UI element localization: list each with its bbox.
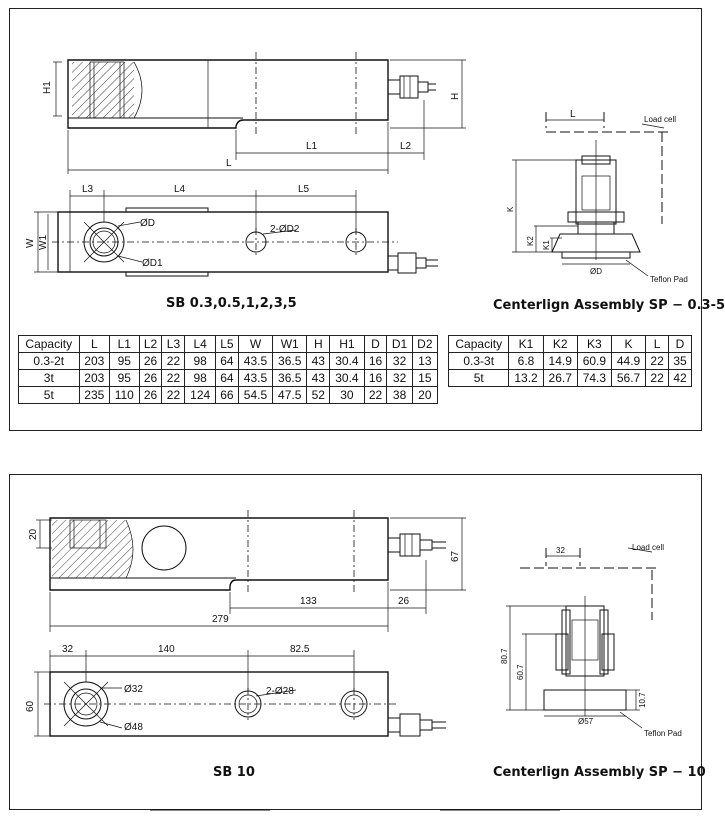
table-cell: 30.4 — [329, 352, 365, 370]
table-cell: 0.3-2t — [18, 352, 80, 370]
top-dim-h: H — [450, 93, 461, 100]
bottom-dim-20: 20 — [28, 528, 39, 540]
top-asm-k2: K2 — [526, 236, 535, 246]
table-cell: 26 — [138, 369, 163, 387]
table-cell: 43.5 — [237, 369, 274, 387]
table-cell: 20 — [411, 386, 439, 404]
table-cell: 22 — [645, 352, 670, 370]
top-dim-d2: 2-ØD2 — [270, 224, 300, 235]
table-row: 5t 13.2 26.7 74.3 56.7 22 42 — [447, 369, 692, 387]
table-header-row: Capacity K1 K2 K3 K L D — [447, 335, 692, 353]
table-row: 3t 203 95 26 22 98 64 43.5 36.5 43 30.4 … — [18, 369, 439, 387]
bottom-asm-teflon-pad: Teflon Pad — [644, 729, 682, 738]
top-dim-w: W — [25, 238, 36, 248]
top-asm-d: ØD — [590, 267, 602, 276]
table-cell: 5t — [447, 369, 510, 387]
table-cell: 203 — [78, 369, 111, 387]
top-dim-l3: L3 — [82, 184, 94, 195]
bottom-dim-133: 133 — [300, 596, 317, 607]
bottom-dim-67: 67 — [450, 550, 461, 562]
table-cell: 95 — [109, 369, 140, 387]
table-header-cell: L4 — [184, 335, 216, 353]
table-cell: 0.3-3t — [447, 352, 510, 370]
top-asm-load-cell: Load cell — [644, 115, 676, 124]
table-cell: 22 — [161, 386, 186, 404]
table-cell: 14.9 — [542, 352, 578, 370]
bottom-asm-80-7: 80.7 — [500, 648, 509, 664]
top-dim-l: L — [226, 158, 232, 169]
top-spec-table-2: Capacity K1 K2 K3 K L D 0.3-3t 6.8 14.9 … — [447, 335, 692, 387]
table-cell: 64 — [214, 352, 239, 370]
table-row: 5t 235 110 26 22 124 66 54.5 47.5 52 30 … — [18, 386, 439, 404]
bottom-dim-26: 26 — [398, 596, 410, 607]
table-cell: 26.7 — [542, 369, 578, 387]
bottom-caption-left: SB 10 — [213, 765, 255, 780]
table-cell: 56.7 — [610, 369, 647, 387]
table-header-cell: H1 — [329, 335, 365, 353]
table-cell: 98 — [184, 369, 216, 387]
table-header-cell: L1 — [109, 335, 140, 353]
bottom-dim-279: 279 — [212, 614, 229, 625]
table-cell: 26 — [138, 386, 163, 404]
table-cell: 36.5 — [272, 352, 308, 370]
bottom-asm-load-cell: Load cell — [632, 543, 664, 552]
table-cell: 110 — [109, 386, 140, 404]
table-row: 0.3-2t 203 95 26 22 98 64 43.5 36.5 43 3… — [18, 352, 439, 370]
bottom-asm-d57: Ø57 — [578, 717, 594, 726]
top-dim-l4: L4 — [174, 184, 186, 195]
bottom-asm-10-7: 10.7 — [638, 692, 647, 708]
top-dim-l1: L1 — [306, 141, 318, 152]
table-cell: 60.9 — [576, 352, 612, 370]
table-row: 0.3-3t 6.8 14.9 60.9 44.9 22 35 — [447, 352, 692, 370]
table-cell: 64 — [214, 369, 239, 387]
top-asm-k: K — [506, 206, 515, 212]
table-header-row: Capacity L L1 L2 L3 L4 L5 W W1 H H1 D D1… — [18, 335, 439, 353]
table-cell: 66 — [214, 386, 239, 404]
table-cell: 32 — [386, 369, 413, 387]
table-cell: 5t — [18, 386, 80, 404]
table-cell: 74.3 — [576, 369, 612, 387]
table-cell: 22 — [363, 386, 388, 404]
bottom-dim-d32: Ø32 — [124, 684, 143, 695]
top-dim-d1: ØD1 — [142, 258, 163, 269]
top-asm-k1: K1 — [542, 240, 551, 250]
top-dim-l2: L2 — [400, 141, 412, 152]
table-cell: 35 — [668, 352, 692, 370]
bottom-asm-32: 32 — [556, 546, 565, 555]
table-cell: 42 — [668, 369, 692, 387]
bottom-dim-32: 32 — [62, 644, 74, 655]
top-asm-l: L — [570, 109, 576, 120]
table-cell: 44.9 — [610, 352, 647, 370]
bottom-caption-right: Centerlign Assembly SP − 10 — [493, 765, 706, 780]
top-dim-h1: H1 — [42, 81, 53, 94]
table-cell: 124 — [184, 386, 216, 404]
bottom-dim-60: 60 — [25, 700, 36, 712]
top-asm-teflon-pad: Teflon Pad — [650, 275, 688, 284]
bottom-dim-82-5: 82.5 — [290, 644, 310, 655]
top-dim-w1: W1 — [38, 235, 49, 250]
top-dim-d: ØD — [140, 218, 155, 229]
table-cell: 54.5 — [237, 386, 274, 404]
bottom-dim-d48: Ø48 — [124, 722, 143, 733]
table-cell: 22 — [161, 369, 186, 387]
top-caption-left: SB 0.3,0.5,1,2,3,5 — [166, 296, 297, 311]
table-cell: 16 — [363, 352, 388, 370]
table-cell: 13 — [411, 352, 439, 370]
top-spec-table-1: Capacity L L1 L2 L3 L4 L5 W W1 H H1 D D1… — [18, 335, 439, 404]
bottom-dim-2-d28: 2-Ø28 — [266, 686, 294, 697]
table-cell: 47.5 — [272, 386, 308, 404]
table-cell: 30 — [329, 386, 365, 404]
bottom-dim-140: 140 — [158, 644, 175, 655]
table-cell: 13.2 — [508, 369, 544, 387]
top-caption-right: Centerlign Assembly SP − 0.3-5 — [493, 298, 725, 313]
bottom-asm-60-7: 60.7 — [516, 664, 525, 680]
top-dim-l5: L5 — [298, 184, 310, 195]
